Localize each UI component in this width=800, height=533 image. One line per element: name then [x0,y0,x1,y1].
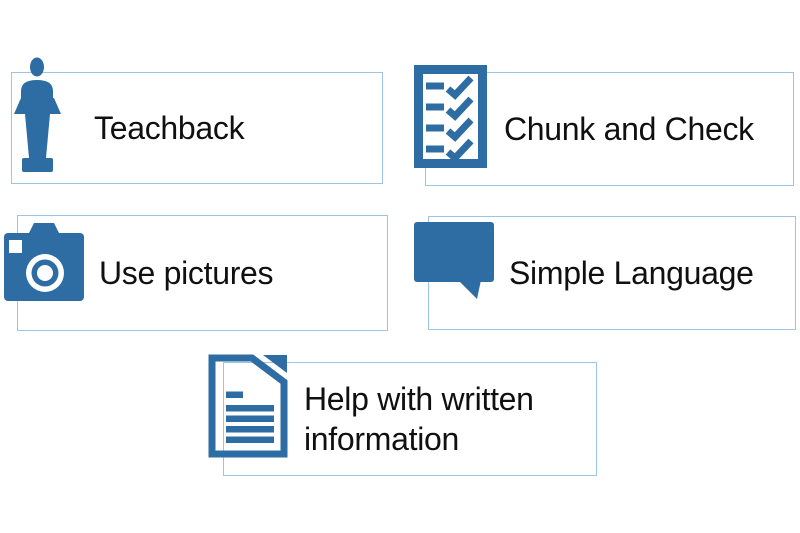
document-icon [208,354,288,458]
card-chunk-and-check: Chunk and Check [414,65,794,186]
card-label: Help with written information [304,381,534,457]
checklist-icon [414,65,487,168]
card-label: Teachback [94,110,245,146]
speech-bubble-icon [414,222,494,299]
card-use-pictures: Use pictures [4,215,388,331]
card-label: Simple Language [509,255,754,291]
card-label: Use pictures [99,255,274,291]
card-teachback: Teachback [11,57,383,184]
card-simple-language: Simple Language [414,216,796,330]
camera-icon [4,223,84,301]
lectern-speaker-icon [14,57,61,172]
card-help-written-information: Help with written information [208,354,597,476]
card-label: Chunk and Check [504,111,754,147]
